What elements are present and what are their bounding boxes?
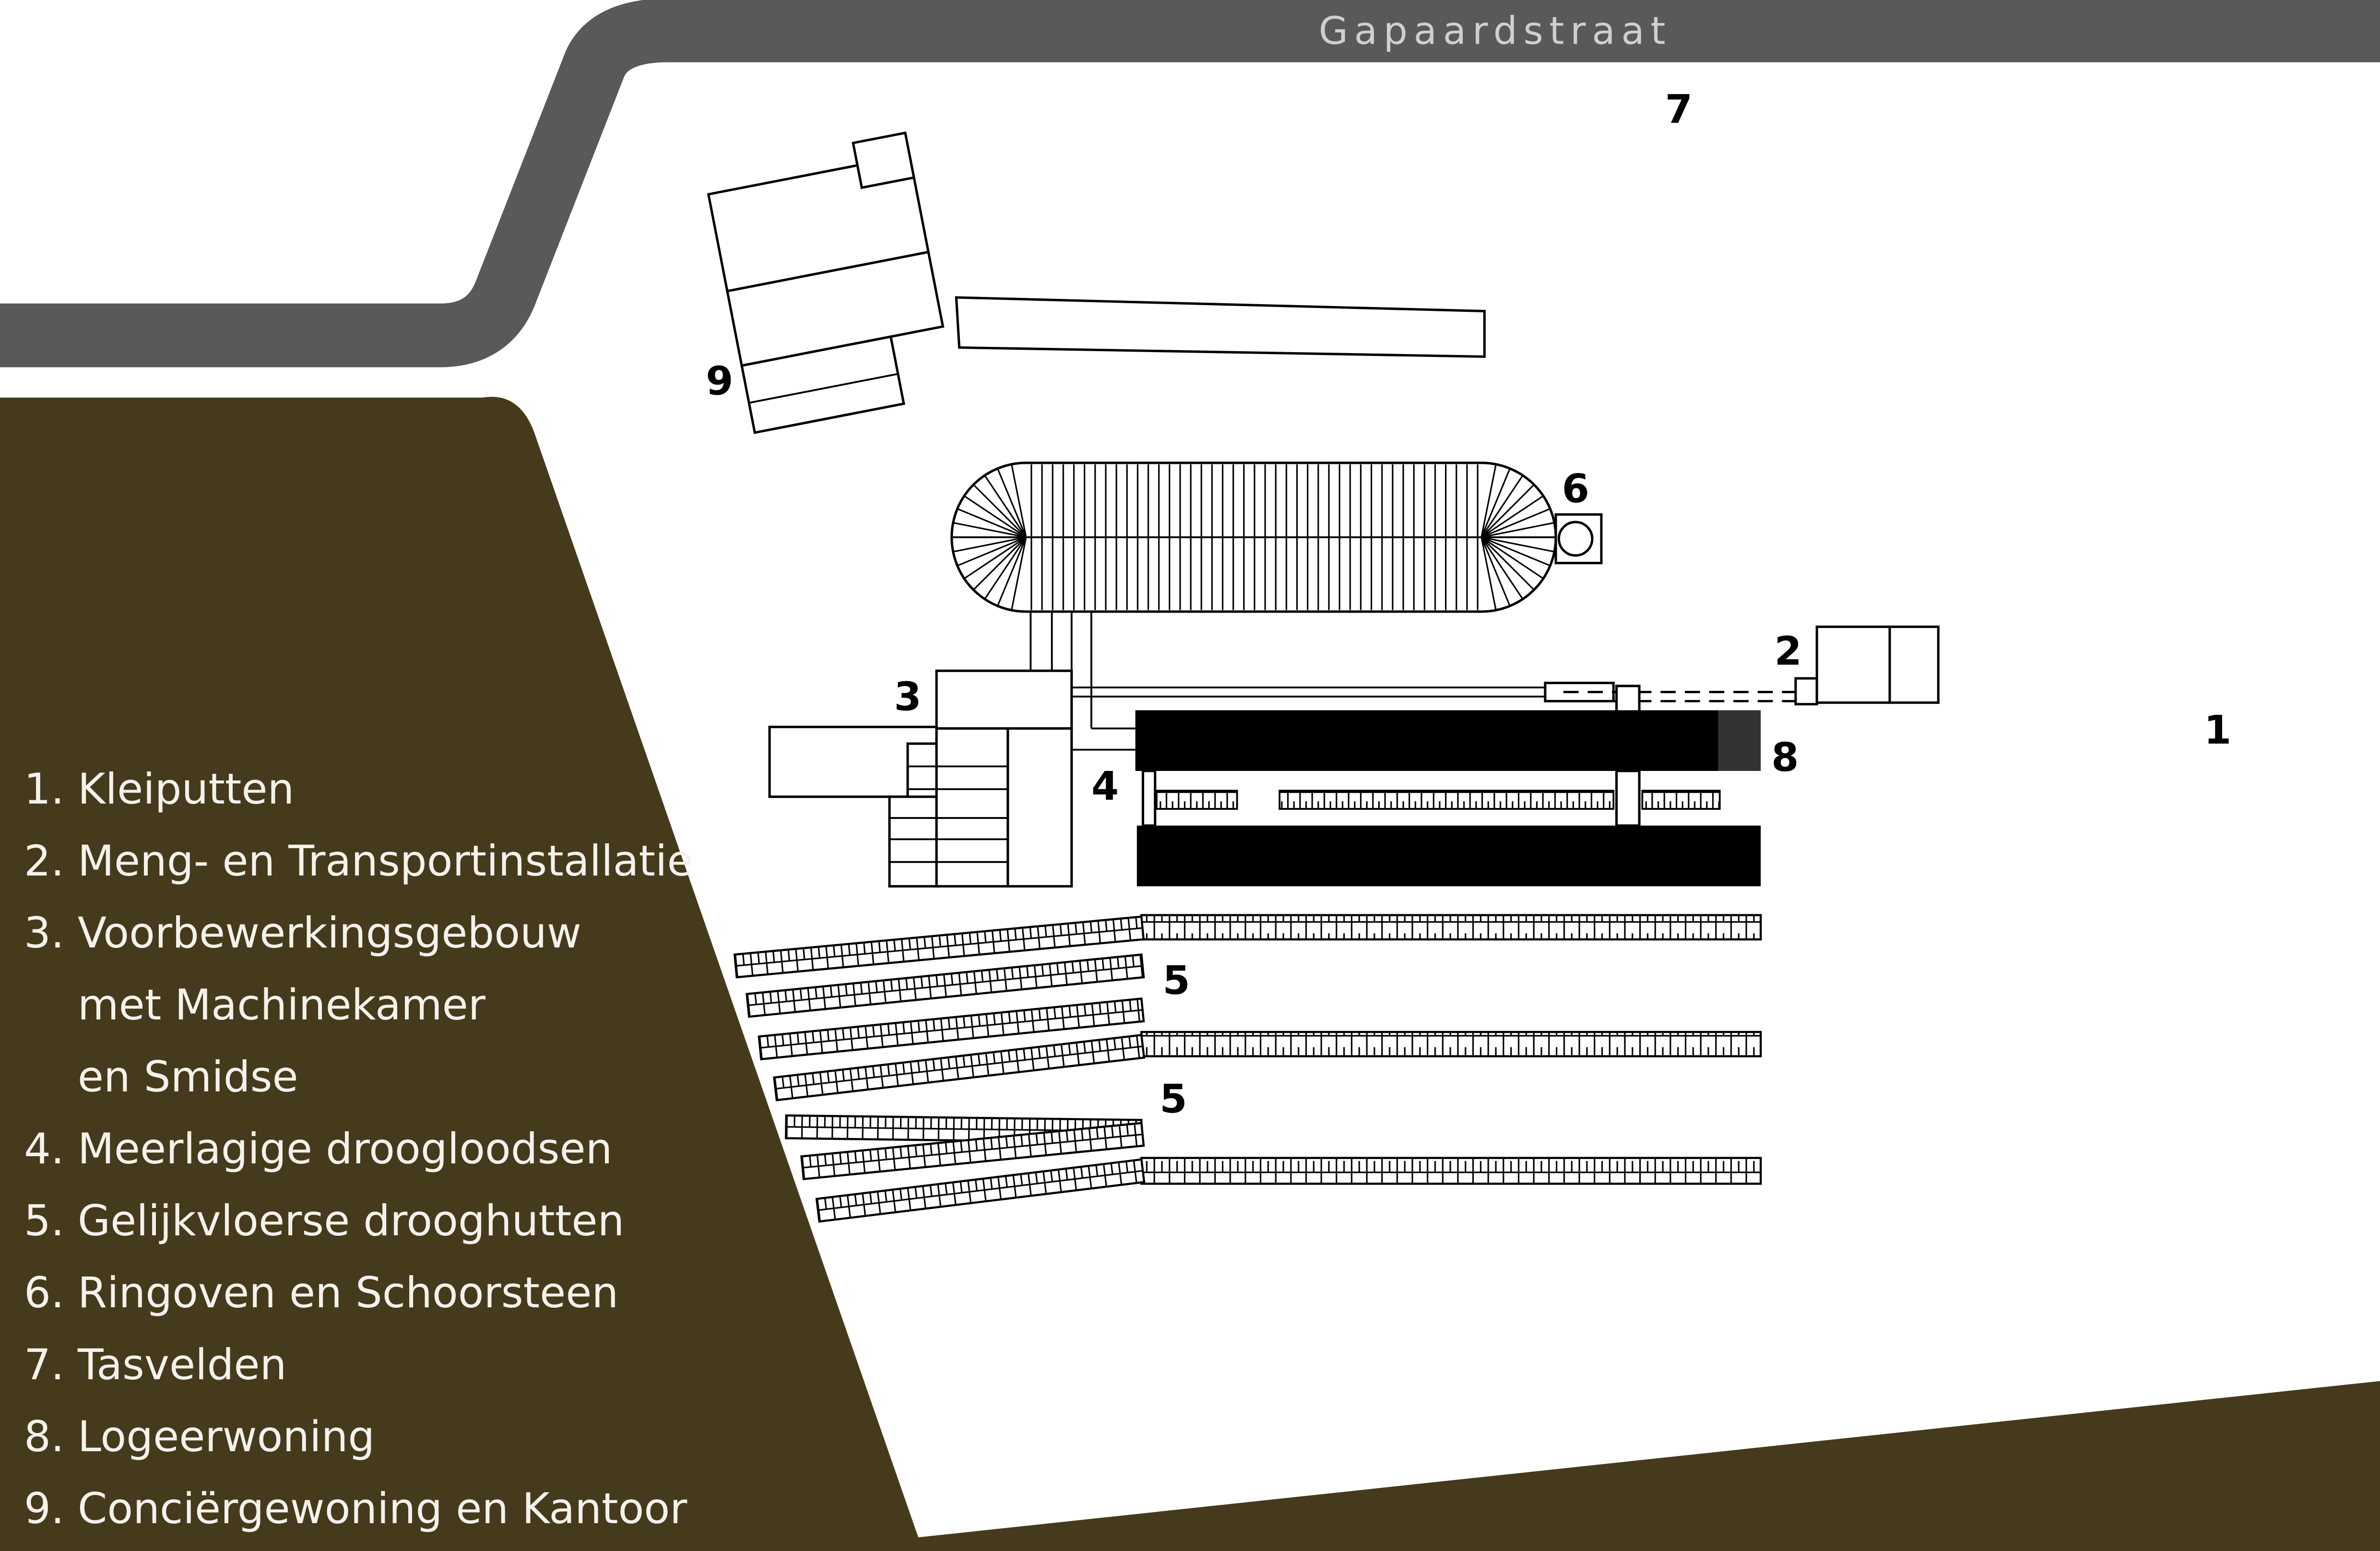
- oven-chamber-line: [1480, 468, 1511, 538]
- legend-item: 4. Meerlagige droogloodsen: [24, 1124, 613, 1173]
- oven-chamber-line: [1480, 536, 1535, 591]
- oven-chamber-line: [1481, 536, 1555, 553]
- oven-chamber-line: [1481, 495, 1544, 538]
- label-4: 4: [1091, 764, 1119, 809]
- label-7: 7: [1665, 87, 1693, 132]
- oven-chamber-line: [1481, 536, 1551, 567]
- drooghut: [758, 997, 1145, 1061]
- oven-chamber-line: [1011, 464, 1027, 538]
- label-2: 2: [1775, 629, 1802, 675]
- drooghut: [746, 953, 1145, 1018]
- oven-chamber-line: [997, 468, 1027, 538]
- oven-chamber-line: [1011, 537, 1027, 611]
- oven-chamber-line: [964, 536, 1027, 580]
- label-3: 3: [894, 674, 922, 720]
- legend-item: 6. Ringoven en Schoorsteen: [24, 1268, 619, 1317]
- oven-chamber-line: [1480, 537, 1497, 611]
- oven-chamber-line: [1480, 484, 1535, 538]
- road-gapaardstraat: [0, 0, 2380, 367]
- oven-chamber-line: [953, 536, 1027, 553]
- oven-chamber-line: [1481, 536, 1544, 580]
- drooghut: [815, 1158, 1146, 1223]
- oven-chamber-line: [1481, 508, 1551, 538]
- oven-chamber-line: [984, 536, 1027, 600]
- oven-chamber-line: [957, 536, 1027, 567]
- legend-item: 7. Tasvelden: [24, 1340, 287, 1389]
- label-8: 8: [1771, 735, 1799, 781]
- legend-item: 3. Voorbewerkingsgebouw: [24, 908, 581, 958]
- terrain-left: [0, 397, 2380, 1551]
- legend-item: en Smidse: [24, 1052, 298, 1101]
- label-5a: 5: [1163, 958, 1190, 1004]
- label-9: 9: [706, 358, 733, 404]
- building-2-menginstallatie: [1794, 625, 1940, 706]
- label-5b: 5: [1160, 1077, 1187, 1122]
- building-4-droogloodsen: [1135, 710, 1761, 887]
- legend-item: 1. Kleiputten: [24, 764, 295, 814]
- oven-chamber-line: [1480, 536, 1524, 600]
- oven-chamber-line: [973, 484, 1027, 538]
- building-9-conciergewoning: [707, 131, 1486, 434]
- legend-item: 5. Gelijkvloerse drooghutten: [24, 1196, 625, 1245]
- oven-chamber-line: [1480, 537, 1511, 606]
- label-1: 1: [2204, 708, 2231, 753]
- chimney-stack: [1557, 521, 1594, 557]
- oven-chamber-line: [984, 475, 1027, 538]
- oven-chamber-line: [964, 495, 1027, 538]
- legend: 1. Kleiputten 2. Meng- en Transportinstal…: [24, 753, 693, 1545]
- oven-chamber-line: [1480, 464, 1497, 538]
- label-6: 6: [1562, 466, 1589, 512]
- drooghut: [800, 1122, 1145, 1181]
- oven-chamber-line: [953, 522, 1027, 538]
- legend-item: met Machinekamer: [24, 980, 485, 1030]
- drooghutten-5: [733, 914, 1762, 1223]
- legend-item: 2. Meng- en Transportinstallatie: [24, 836, 693, 886]
- legend-item: 8. Logeerwoning: [24, 1412, 375, 1461]
- drooghut: [733, 915, 1145, 979]
- ringoven: [950, 462, 1603, 613]
- street-name: Gapaardstraat: [1319, 9, 1671, 53]
- oven-chamber-line: [997, 537, 1027, 606]
- oven-chamber-line: [957, 508, 1027, 538]
- oven-chamber-line: [1480, 475, 1524, 538]
- building-3-voorbewerking: [768, 669, 1073, 888]
- oven-chamber-line: [1481, 522, 1555, 538]
- oven-chamber-line: [973, 536, 1027, 591]
- building-8-logeerwoning: [1718, 710, 1761, 771]
- drooghut: [773, 1033, 1146, 1101]
- legend-item: 9. Conciërgewoning en Kantoor: [24, 1484, 687, 1533]
